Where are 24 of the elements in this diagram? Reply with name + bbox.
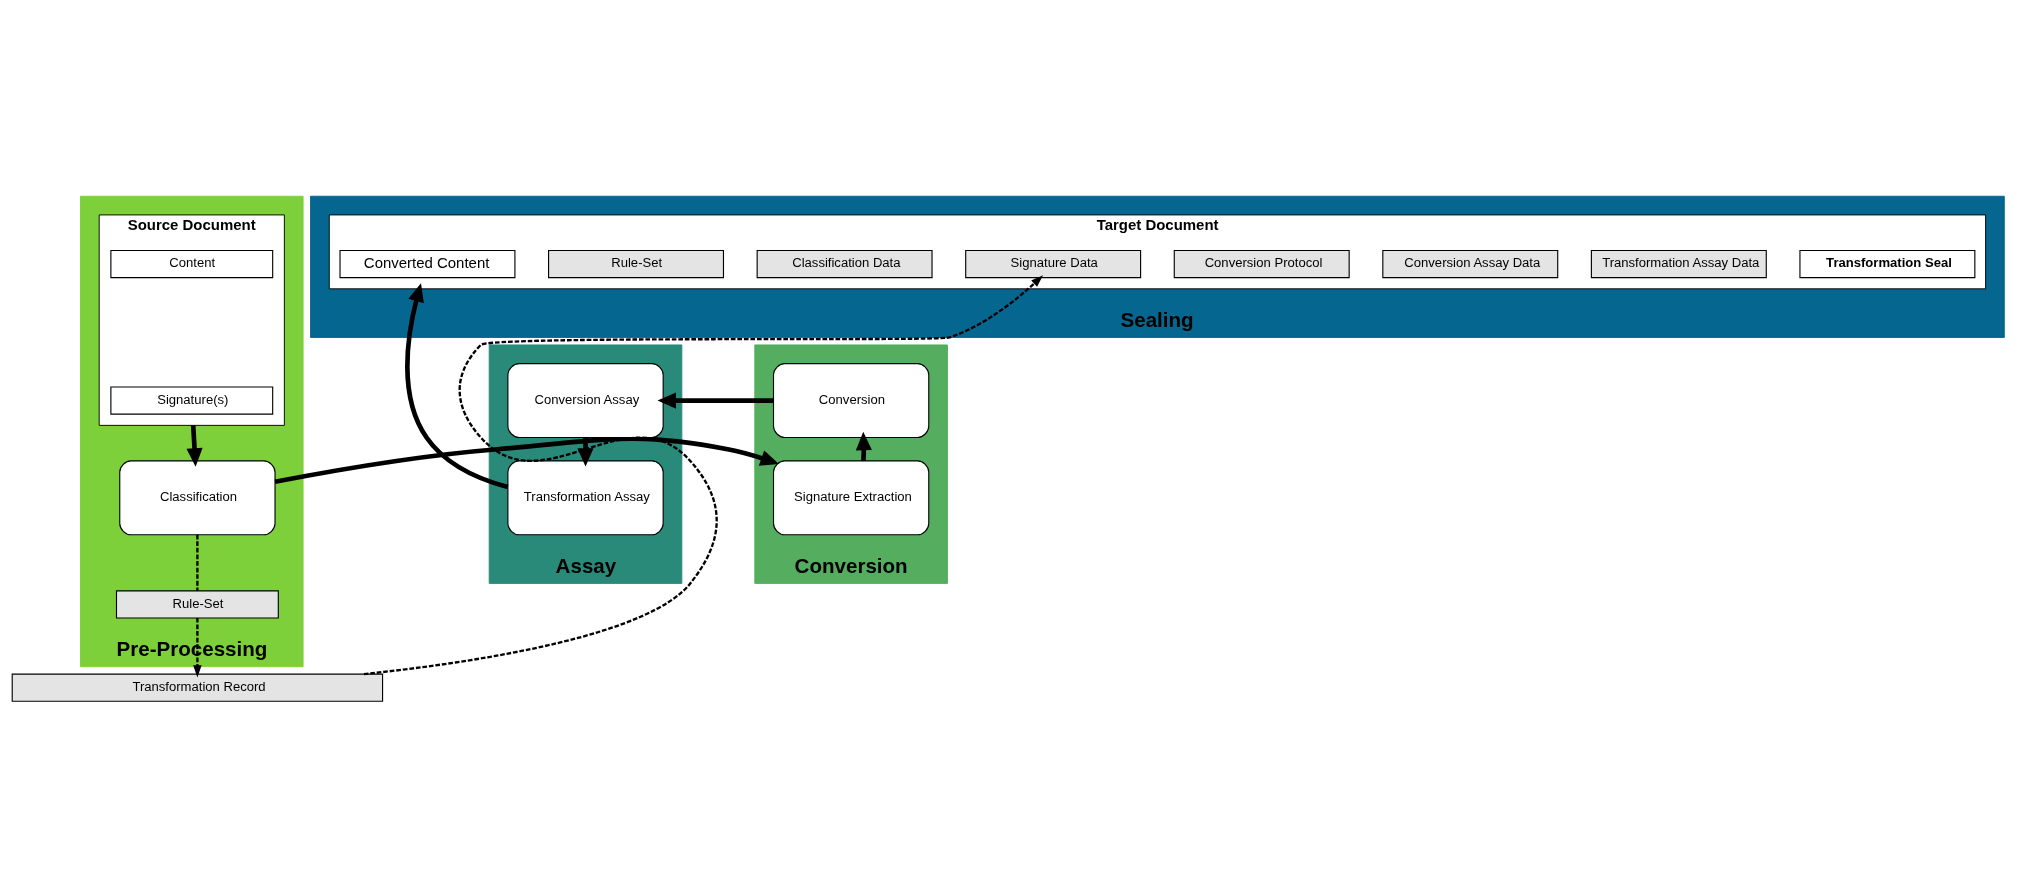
node-box: Classification — [119, 459, 276, 535]
node-box: Converted Content — [339, 249, 516, 278]
node-box: Rule-Set — [115, 589, 279, 619]
arrow — [363, 274, 1044, 675]
node-box: Transformation Record — [11, 673, 384, 702]
node-box: Conversion — [772, 362, 930, 438]
node-box: Signature Extraction — [772, 459, 930, 535]
node-box: Conversion Assay Data — [1382, 249, 1559, 278]
node-box: Transformation Assay — [507, 459, 664, 535]
node-box: Signature Data — [965, 249, 1142, 278]
node-box: Rule-Set — [548, 249, 725, 278]
connector — [196, 534, 199, 591]
node-box: Conversion Protocol — [1173, 249, 1350, 278]
node-box: Classification Data — [756, 249, 933, 278]
arrow — [186, 424, 203, 467]
node-box: Transformation Seal — [1799, 249, 1976, 278]
arrow — [855, 431, 872, 461]
arrow — [657, 392, 774, 409]
node-box: Conversion Assay — [507, 362, 664, 438]
node-box: Content — [110, 249, 274, 278]
node-box: Transformation Assay Data — [1590, 249, 1767, 278]
arrow — [193, 617, 202, 677]
arrow — [405, 282, 509, 489]
node-box: Signature(s) — [110, 385, 274, 415]
